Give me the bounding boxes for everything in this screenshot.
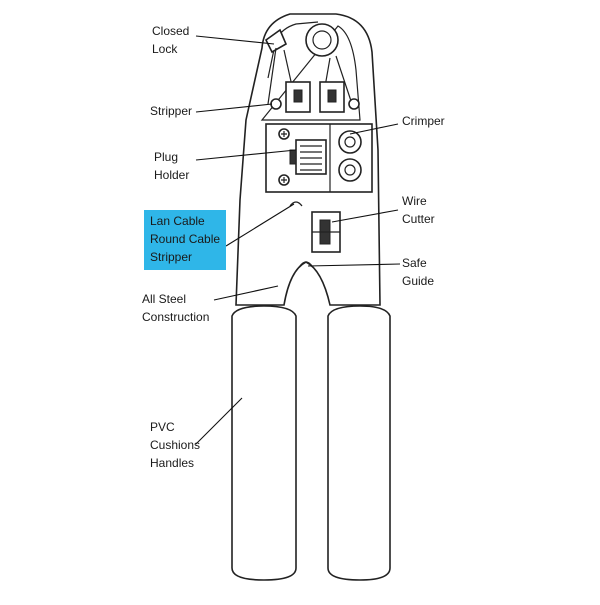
die-screw-bottom-cross: [281, 177, 287, 183]
label-closed-lock-line-2: Lock: [152, 42, 178, 56]
stripper-screw-right: [348, 98, 360, 110]
leader-all-steel-construction: [213, 285, 279, 301]
label-crimper: Crimper: [402, 112, 445, 130]
stripper-blade-right-edge: [327, 89, 337, 103]
crimper-die-upper-inner: [344, 136, 356, 148]
label-wire-cutter-line-1: Wire: [402, 194, 427, 208]
label-lan-cable-stripper-line-1: Lan Cable: [150, 214, 205, 228]
stripper-screw-left: [270, 98, 282, 110]
die-screw-top-cross: [281, 131, 287, 137]
plug-holder-teeth: [300, 145, 322, 171]
stripper-blade-left-edge: [293, 89, 303, 103]
label-plug-holder: Plug Holder: [154, 148, 189, 184]
label-pvc-cushions-handles-line-3: Handles: [150, 456, 195, 470]
handle-left: [231, 305, 297, 581]
leader-safe-guide: [307, 263, 401, 267]
label-closed-lock-line-1: Closed: [152, 24, 190, 38]
label-pvc-cushions-handles: PVC Cushions Handles: [150, 418, 200, 472]
label-lan-cable-stripper-line-3: Stripper: [150, 250, 193, 264]
label-stripper-line-1: Stripper: [150, 104, 193, 118]
hinge-pivot-inner: [312, 30, 332, 50]
round-cable-stripper-notch: [289, 201, 303, 207]
label-safe-guide-line-1: Safe: [402, 256, 427, 270]
plug-holder-slot: [289, 149, 297, 165]
handle-right: [327, 305, 391, 581]
label-all-steel-construction: All Steel Construction: [142, 290, 209, 326]
label-pvc-cushions-handles-line-1: PVC: [150, 420, 175, 434]
leader-plug-holder: [195, 149, 297, 161]
leader-lan-cable-stripper: [225, 203, 295, 247]
label-lan-cable-stripper: Lan Cable Round Cable Stripper: [144, 210, 227, 270]
crimper-die-lower: [338, 158, 362, 182]
leader-pvc-handles: [195, 397, 243, 445]
crimper-die-lower-inner: [344, 164, 356, 176]
label-plug-holder-line-2: Holder: [154, 168, 190, 182]
label-all-steel-construction-line-2: Construction: [142, 310, 210, 324]
label-wire-cutter-line-2: Cutter: [402, 212, 435, 226]
hinge-pivot: [305, 23, 339, 57]
leader-closed-lock: [195, 35, 275, 45]
label-closed-lock: Closed Lock: [152, 22, 189, 58]
label-lan-cable-stripper-line-2: Round Cable: [150, 232, 221, 246]
label-pvc-cushions-handles-line-2: Cushions: [150, 438, 201, 452]
label-crimper-line-1: Crimper: [402, 114, 445, 128]
leader-crimper: [349, 123, 399, 135]
label-all-steel-construction-line-1: All Steel: [142, 292, 187, 306]
safe-guide-hook: [299, 261, 313, 267]
label-safe-guide-line-2: Guide: [402, 274, 435, 288]
label-safe-guide: Safe Guide: [402, 254, 434, 290]
crimper-die-upper: [338, 130, 362, 154]
plug-holder-block: [295, 139, 327, 175]
label-plug-holder-line-1: Plug: [154, 150, 179, 164]
label-stripper: Stripper: [150, 102, 192, 120]
closed-lock-latch: [264, 28, 288, 54]
leader-stripper: [195, 103, 273, 113]
label-wire-cutter: Wire Cutter: [402, 192, 435, 228]
leader-wire-cutter: [331, 209, 399, 223]
